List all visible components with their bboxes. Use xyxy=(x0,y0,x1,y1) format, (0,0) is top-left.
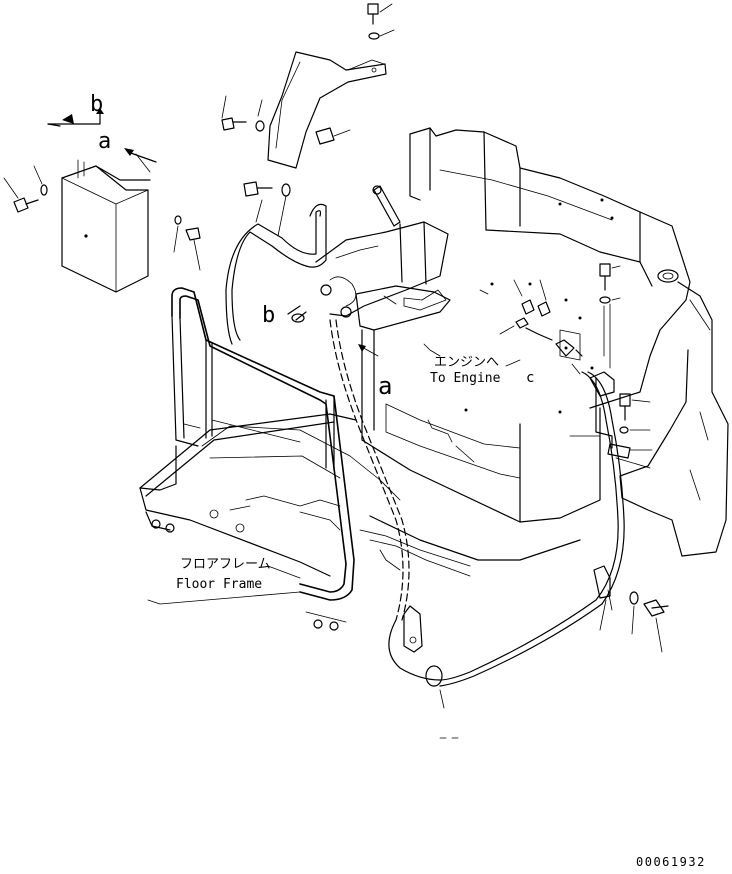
callout-b-top: b xyxy=(90,92,103,117)
left-cover-box xyxy=(3,108,201,293)
engine-label-en: To Engine xyxy=(430,371,501,386)
drawing-number: 00061932 xyxy=(636,855,706,869)
top-bracket-assembly xyxy=(221,3,395,169)
pipe-bolt xyxy=(243,181,291,237)
main-frame-assembly xyxy=(355,127,729,557)
callout-b-pipe: b xyxy=(262,303,275,328)
floor-frame-label-en: Floor Frame xyxy=(176,577,262,592)
tank-bolts xyxy=(513,263,621,369)
callout-a-box: a xyxy=(378,372,392,400)
callout-a-top: a xyxy=(98,129,111,154)
callout-c: c xyxy=(526,370,534,386)
engine-label-jp: エンジンへ xyxy=(434,355,499,370)
right-side-bolts xyxy=(569,371,653,469)
engine-connector xyxy=(499,317,583,375)
control-lever-box xyxy=(315,185,449,318)
cable-routing xyxy=(329,319,625,739)
lower-clamp xyxy=(593,565,669,653)
curved-pipe xyxy=(225,203,327,345)
handrail xyxy=(139,287,355,605)
floor-frame-label-jp: フロアフレーム xyxy=(180,557,271,572)
floor-frame xyxy=(139,413,581,653)
